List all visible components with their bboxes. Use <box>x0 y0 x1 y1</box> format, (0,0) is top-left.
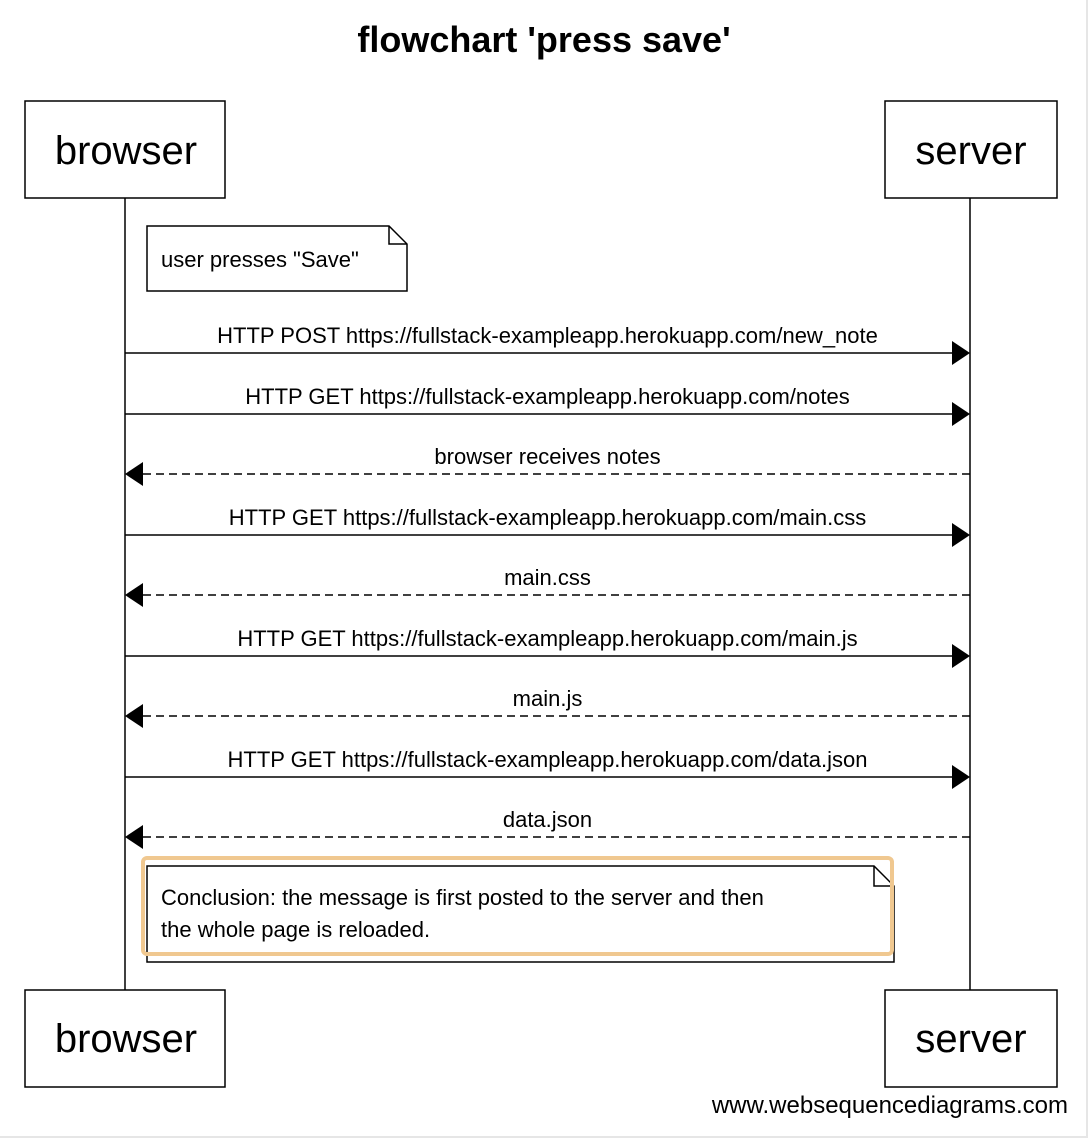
message-7: main.js <box>125 686 970 728</box>
message-label: HTTP GET https://fullstack-exampleapp.he… <box>229 505 866 530</box>
participant-server-label: server <box>915 129 1026 173</box>
message-4: HTTP GET https://fullstack-exampleapp.he… <box>125 505 970 547</box>
message-arrowhead <box>952 765 970 789</box>
message-label: main.js <box>513 686 583 711</box>
note-conclusion-line1: Conclusion: the message is first posted … <box>161 885 764 910</box>
participant-browser-label: browser <box>55 129 197 173</box>
message-5: main.css <box>125 565 970 607</box>
message-arrowhead <box>125 583 143 607</box>
message-label: browser receives notes <box>434 444 660 469</box>
message-label: HTTP GET https://fullstack-exampleapp.he… <box>245 384 849 409</box>
messages-group: HTTP POST https://fullstack-exampleapp.h… <box>125 323 970 849</box>
participant-server-top: server <box>884 100 1058 199</box>
message-6: HTTP GET https://fullstack-exampleapp.he… <box>125 626 970 668</box>
note-user-presses-save: user presses "Save" <box>146 225 408 292</box>
message-label: HTTP POST https://fullstack-exampleapp.h… <box>217 323 878 348</box>
message-label: data.json <box>503 807 592 832</box>
participant-server-bottom: server <box>884 989 1058 1088</box>
diagram-title: flowchart 'press save' <box>357 19 730 60</box>
participant-browser-bottom-label: browser <box>55 1017 197 1061</box>
message-1: HTTP POST https://fullstack-exampleapp.h… <box>125 323 970 365</box>
message-arrowhead <box>125 462 143 486</box>
message-arrowhead <box>952 341 970 365</box>
note-user-presses-save-text: user presses "Save" <box>161 247 359 272</box>
note-highlight-outline <box>141 856 894 956</box>
message-2: HTTP GET https://fullstack-exampleapp.he… <box>125 384 970 426</box>
message-label: main.css <box>504 565 591 590</box>
message-arrowhead <box>125 825 143 849</box>
message-8: HTTP GET https://fullstack-exampleapp.he… <box>125 747 970 789</box>
participant-browser-top: browser <box>24 100 226 199</box>
message-label: HTTP GET https://fullstack-exampleapp.he… <box>237 626 857 651</box>
participant-server-bottom-label: server <box>915 1017 1026 1061</box>
message-9: data.json <box>125 807 970 849</box>
note-conclusion-line2: the whole page is reloaded. <box>161 917 430 942</box>
message-arrowhead <box>952 402 970 426</box>
message-label: HTTP GET https://fullstack-exampleapp.he… <box>228 747 868 772</box>
note-conclusion: Conclusion: the message is first posted … <box>141 856 895 963</box>
message-3: browser receives notes <box>125 444 970 486</box>
message-arrowhead <box>125 704 143 728</box>
participant-browser-bottom: browser <box>24 989 226 1088</box>
message-arrowhead <box>952 644 970 668</box>
footer-watermark: www.websequencediagrams.com <box>711 1092 1068 1119</box>
message-arrowhead <box>952 523 970 547</box>
